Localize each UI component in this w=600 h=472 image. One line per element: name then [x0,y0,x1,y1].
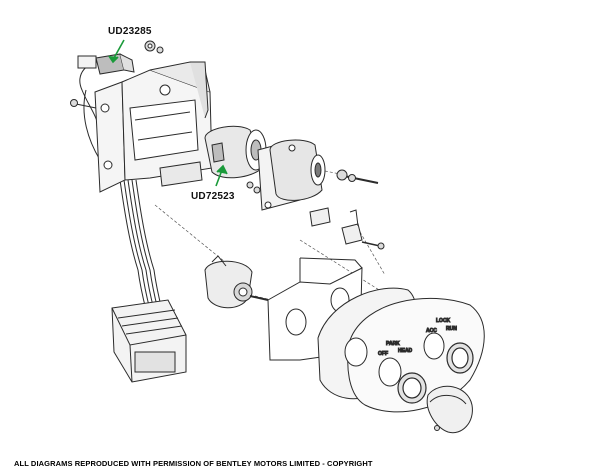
dial-label-lock: LOCK [436,318,451,324]
rotary-switch [204,255,269,309]
callout-arrows [108,39,228,187]
dial-label-acc: ACC [426,328,437,334]
bezel-rings [397,342,474,404]
switch-body [257,139,326,211]
copyright-footer: ALL DIAGRAMS REPRODUCED WITH PERMISSION … [14,459,373,468]
part-number-label: UD72523 [191,191,235,202]
dial-label-run: RUN [446,326,457,332]
control-knob [426,385,473,434]
part-number-label: UD23285 [108,26,152,37]
dial-label-off: OFF [378,351,388,357]
dial-label-park: PARK [386,341,400,347]
wiring-harness [79,59,163,311]
fasteners [70,40,440,431]
clip-parts [309,207,363,245]
top-connector-plug [77,53,135,75]
mounting-bracket [94,61,213,193]
ignition-barrel [204,125,267,179]
harness-connector [111,299,187,383]
dial-label-head: HEAD [398,348,413,354]
front-bezel-plates: PARK OFF HEAD LOCK ACC RUN [317,287,485,413]
